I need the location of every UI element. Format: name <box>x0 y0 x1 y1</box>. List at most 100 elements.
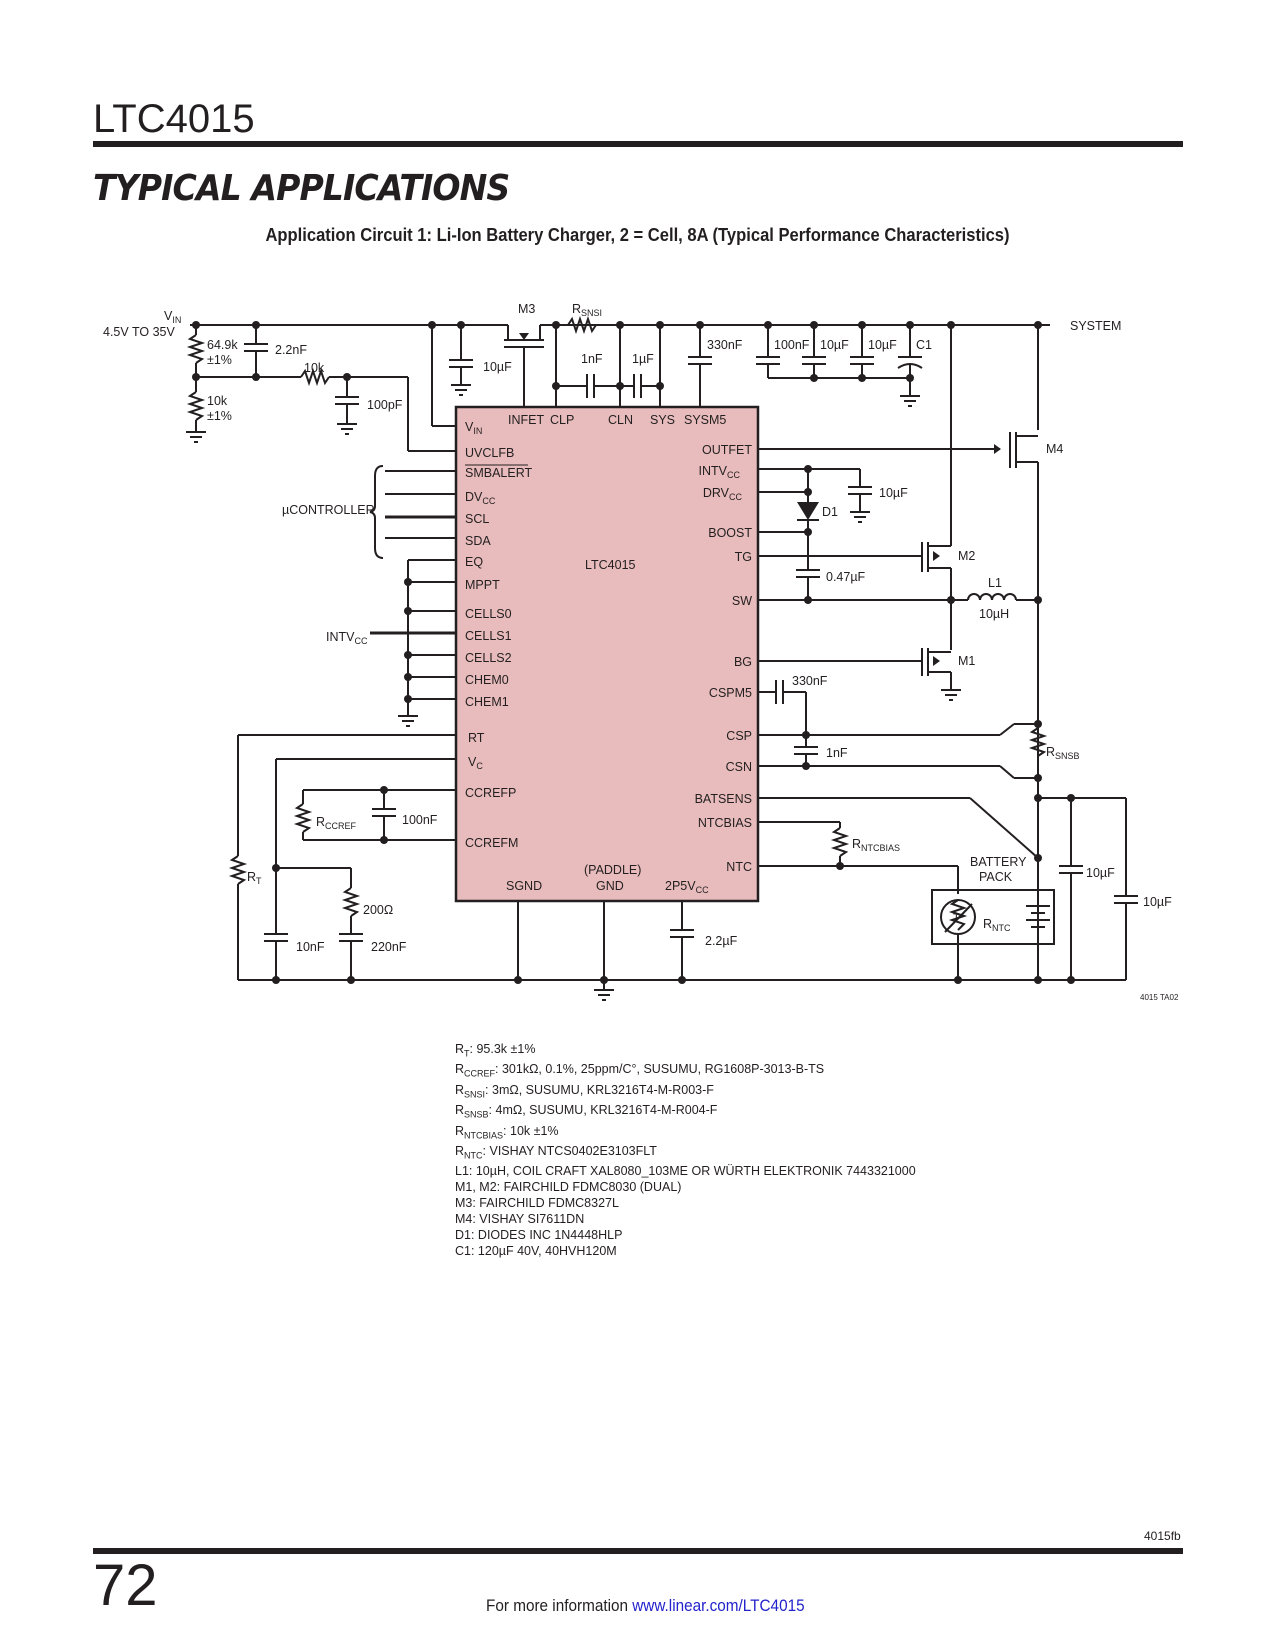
svg-text:10µH: 10µH <box>979 607 1009 621</box>
svg-text:200Ω: 200Ω <box>363 903 393 917</box>
svg-text:RSNSI: RSNSI <box>572 302 602 318</box>
svg-text:0.47µF: 0.47µF <box>826 570 866 584</box>
svg-text:M2: M2 <box>958 549 975 563</box>
svg-text:D1: D1 <box>822 505 838 519</box>
svg-text:SGND: SGND <box>506 879 542 893</box>
svg-text:CELLS2: CELLS2 <box>465 651 512 665</box>
svg-text:MPPT: MPPT <box>465 578 500 592</box>
svg-text:SDA: SDA <box>465 534 491 548</box>
component-notes: RT: 95.3k ±1% RCCREF: 301kΩ, 0.1%, 25ppm… <box>455 1042 916 1260</box>
svg-text:10µF: 10µF <box>1143 895 1172 909</box>
svg-text:10µF: 10µF <box>820 338 849 352</box>
svg-text:OUTFET: OUTFET <box>702 443 752 457</box>
svg-text:µCONTROLLER: µCONTROLLER <box>282 503 375 517</box>
note-m3: M3: FAIRCHILD FDMC8327L <box>455 1196 619 1211</box>
page-number: 72 <box>93 1553 158 1618</box>
diode-d1 <box>797 502 819 520</box>
svg-text:SW: SW <box>732 594 752 608</box>
svg-text:CELLS1: CELLS1 <box>465 629 512 643</box>
svg-text:RT: RT <box>468 731 485 745</box>
svg-text:BATTERY: BATTERY <box>970 855 1027 869</box>
header-rule <box>93 141 1183 147</box>
note-rntcbias: RNTCBIAS: 10k ±1% <box>455 1123 559 1141</box>
svg-text:10µF: 10µF <box>1086 866 1115 880</box>
footer-info: For more information www.linear.com/LTC4… <box>486 1596 805 1616</box>
svg-text:(PADDLE): (PADDLE) <box>584 863 641 877</box>
svg-text:PACK: PACK <box>979 870 1013 884</box>
svg-text:CHEM0: CHEM0 <box>465 673 509 687</box>
svg-text:T: T <box>953 912 960 924</box>
part-number: LTC4015 <box>93 97 255 141</box>
note-rsnsb: RSNSB: 4mΩ, SUSUMU, KRL3216T4-M-R004-F <box>455 1103 718 1120</box>
svg-text:10k: 10k <box>207 394 228 408</box>
note-d1: D1: DIODES INC 1N4448HLP <box>455 1228 623 1243</box>
svg-text:M3: M3 <box>518 302 535 316</box>
svg-text:220nF: 220nF <box>371 940 407 954</box>
svg-text:CCREFP: CCREFP <box>465 786 516 800</box>
svg-text:UVCLFB: UVCLFB <box>465 446 514 460</box>
svg-text:10µF: 10µF <box>483 360 512 374</box>
svg-text:CCREFM: CCREFM <box>465 836 518 850</box>
svg-text:SYS: SYS <box>650 413 675 427</box>
svg-text:2.2nF: 2.2nF <box>275 343 307 357</box>
note-rt: RT: 95.3k ±1% <box>455 1042 536 1059</box>
svg-text:4015 TA02: 4015 TA02 <box>1140 993 1179 1002</box>
svg-text:2.2µF: 2.2µF <box>705 934 738 948</box>
svg-text:100nF: 100nF <box>774 338 810 352</box>
svg-text:SYSTEM: SYSTEM <box>1070 319 1121 333</box>
footer-link[interactable]: www.linear.com/LTC4015 <box>632 1596 805 1615</box>
svg-text:NTCBIAS: NTCBIAS <box>698 816 752 830</box>
svg-text:10nF: 10nF <box>296 940 325 954</box>
svg-text:10k: 10k <box>304 361 325 375</box>
svg-text:1nF: 1nF <box>826 746 848 760</box>
note-rccref: RCCREF: 301kΩ, 0.1%, 25ppm/C°, SUSUMU, R… <box>455 1062 825 1079</box>
svg-text:CLN: CLN <box>608 413 633 427</box>
svg-text:64.9k: 64.9k <box>207 338 238 352</box>
svg-text:4.5V TO 35V: 4.5V TO 35V <box>103 325 175 339</box>
svg-text:RT: RT <box>247 870 262 886</box>
svg-text:10µF: 10µF <box>879 486 908 500</box>
svg-text:C1: C1 <box>916 338 932 352</box>
svg-text:M1: M1 <box>958 654 975 668</box>
note-c1: C1: 120µF 40V, 40HVH120M <box>455 1243 617 1258</box>
svg-text:CELLS0: CELLS0 <box>465 607 512 621</box>
svg-text:RNTC: RNTC <box>983 917 1011 933</box>
svg-text:INFET: INFET <box>508 413 544 427</box>
svg-text:VIN: VIN <box>164 309 181 325</box>
note-m4: M4: VISHAY SI7611DN <box>455 1212 585 1227</box>
svg-text:RNTCBIAS: RNTCBIAS <box>852 837 900 853</box>
svg-text:BATSENS: BATSENS <box>695 792 752 806</box>
svg-text:1nF: 1nF <box>581 352 603 366</box>
svg-text:330nF: 330nF <box>792 674 828 688</box>
svg-text:TG: TG <box>735 550 752 564</box>
svg-text:±1%: ±1% <box>207 409 232 423</box>
svg-text:100nF: 100nF <box>402 813 438 827</box>
svg-text:RCCREF: RCCREF <box>316 815 357 831</box>
svg-text:GND: GND <box>596 879 624 893</box>
footer-text: For more information <box>486 1596 633 1615</box>
note-rsnsi: RSNSI: 3mΩ, SUSUMU, KRL3216T4-M-R003-F <box>455 1082 714 1100</box>
svg-text:NTC: NTC <box>726 860 752 874</box>
svg-text:INTVCC: INTVCC <box>326 630 368 646</box>
svg-text:RSNSB: RSNSB <box>1046 745 1080 761</box>
figure-caption: Application Circuit 1: Li-Ion Battery Ch… <box>265 225 1010 245</box>
svg-text:100pF: 100pF <box>367 398 403 412</box>
svg-text:CHEM1: CHEM1 <box>465 695 509 709</box>
svg-text:CSP: CSP <box>726 729 752 743</box>
revision-code: 4015fb <box>1144 1529 1181 1543</box>
svg-text:CSPM5: CSPM5 <box>709 686 752 700</box>
svg-text:M4: M4 <box>1046 442 1063 456</box>
svg-text:LTC4015: LTC4015 <box>585 558 636 572</box>
svg-text:SYSM5: SYSM5 <box>684 413 726 427</box>
footer-rule <box>93 1548 1183 1554</box>
svg-text:SMBALERT: SMBALERT <box>465 466 533 480</box>
svg-text:±1%: ±1% <box>207 353 232 367</box>
svg-text:330nF: 330nF <box>707 338 743 352</box>
circuit-schematic: VIN 4.5V TO 35V 64.9k ±1% 2.2nF 10k 10k … <box>103 302 1179 1002</box>
section-title: TYPICAL APPLICATIONS <box>93 168 510 209</box>
svg-text:EQ: EQ <box>465 555 483 569</box>
svg-text:CSN: CSN <box>726 760 752 774</box>
svg-text:SCL: SCL <box>465 512 489 526</box>
svg-text:L1: L1 <box>988 576 1002 590</box>
svg-text:BG: BG <box>734 655 752 669</box>
